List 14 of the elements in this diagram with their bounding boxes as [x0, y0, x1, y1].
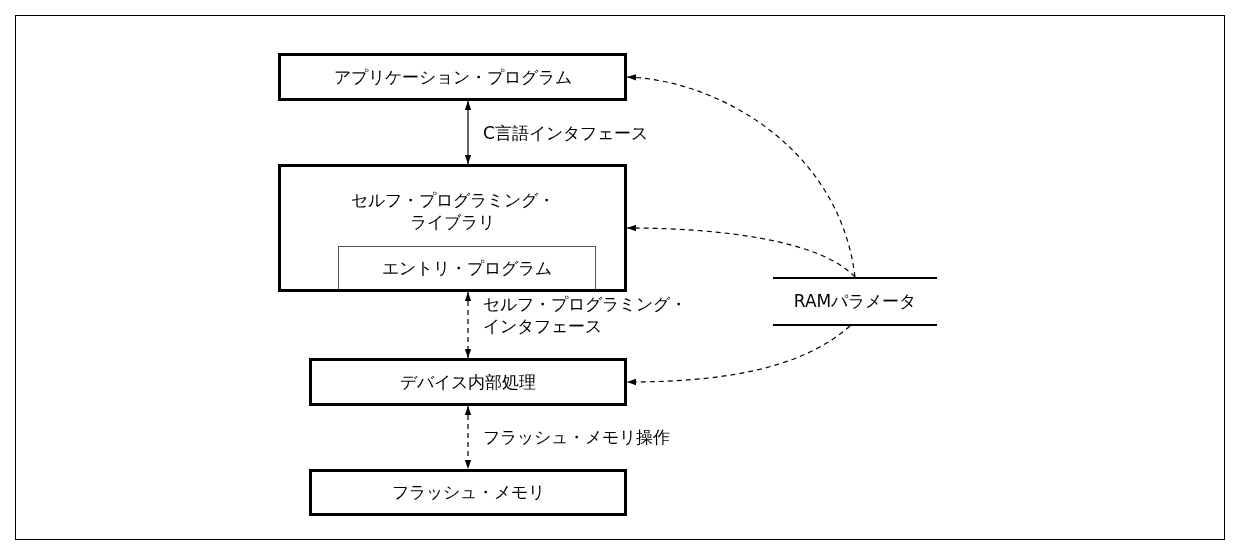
- arrow: [464, 405, 472, 470]
- arrow: [626, 74, 856, 278]
- edge-label: フラッシュ・メモリ操作: [483, 426, 670, 449]
- memory-box: フラッシュ・メモリ: [309, 469, 627, 516]
- arrow: [464, 291, 472, 359]
- library-box: セルフ・プログラミング・ライブラリ エントリ・プログラム: [278, 164, 627, 292]
- arrow: [626, 325, 851, 386]
- process-box: デバイス内部処理: [309, 358, 627, 406]
- edge-label: C言語インタフェース: [483, 122, 648, 145]
- program-box: アプリケーション・プログラム: [278, 53, 627, 101]
- data-store: RAMパラメータ: [773, 277, 937, 326]
- arrow: [464, 100, 472, 165]
- entry-box: エントリ・プログラム: [338, 246, 596, 289]
- arrow: [626, 224, 856, 278]
